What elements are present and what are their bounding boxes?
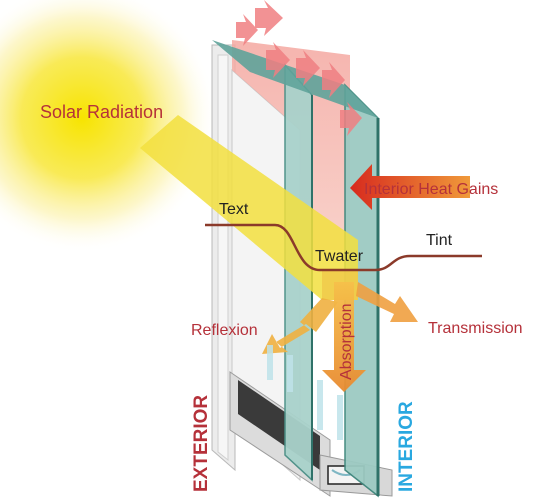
interior-heat-gains-label: Interior Heat Gains [364, 181, 498, 198]
solar-beam [140, 115, 358, 300]
interior-label: INTERIOR [396, 401, 417, 492]
tint-temperature-label: Tint [426, 232, 453, 249]
absorption-arrow [322, 282, 366, 392]
reflexion-label: Reflexion [191, 322, 258, 339]
reflexion-arrow [262, 298, 338, 354]
exterior-label: EXTERIOR [191, 395, 212, 492]
transmission-arrow [356, 282, 418, 322]
temperature-curve [205, 223, 482, 272]
rising-heat-arrows [236, 0, 362, 136]
interior-heat-gains-arrow [350, 164, 470, 210]
transmitted-rays [267, 345, 343, 440]
sun-icon [0, 0, 217, 253]
solar-radiation-label: Solar Radiation [40, 102, 163, 122]
text-temperature-label: Text [219, 201, 249, 218]
absorption-label: Absorption [338, 304, 355, 381]
twater-temperature-label: Twater [315, 248, 364, 265]
transmission-label: Transmission [428, 320, 523, 337]
